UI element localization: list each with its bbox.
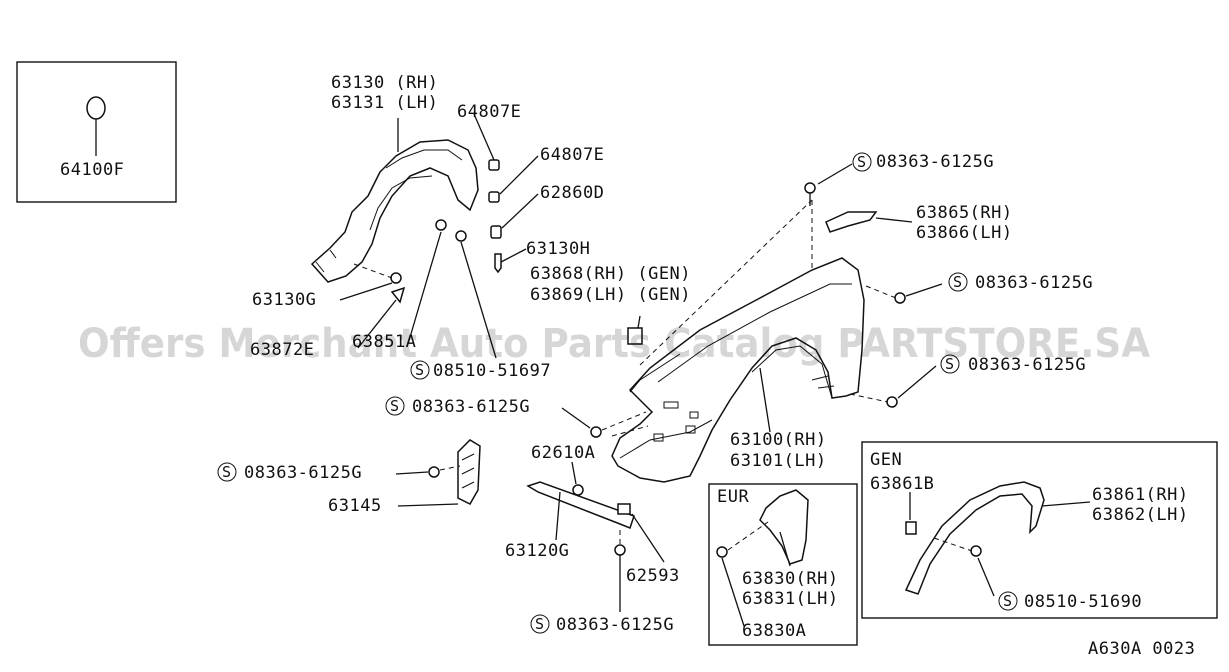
eur-mudflap-box: EUR 63830(RH) 63831(LH) 63830A [708,483,858,646]
label-64807e-1: 64807E [457,102,521,122]
label-63130h: 63130H [526,239,590,259]
label-63866: 63866(LH) [916,223,1013,243]
screw-symbol: S [222,463,231,481]
stay-63120g: 62610A 62593 63120G S 08363-6125G [505,443,680,635]
label-gen: GEN [870,450,902,470]
diagram-code: A630A 0023 [1088,639,1195,659]
front-fender: 63100(RH) 63101(LH) [611,199,865,483]
screw-symbol: S [390,397,399,415]
label-63865: 63865(RH) [916,203,1013,223]
label-62860d: 62860D [540,183,604,203]
label-63869: 63869(LH) (GEN) [530,285,691,305]
bracket-63145: S 08363-6125G 63145 [217,439,481,516]
bracket-63865: 63865(RH) 63866(LH) [825,203,1013,243]
label-63120g: 63120G [505,541,569,561]
label-08363-left: 08363-6125G [412,397,530,417]
label-63831: 63831(LH) [742,589,839,609]
label-63830: 63830(RH) [742,569,839,589]
label-63101-lh: 63101(LH) [730,451,827,471]
label-64807e-2: 64807E [540,145,604,165]
label-63131-lh: 63131 (LH) [331,93,438,113]
label-63830a: 63830A [742,621,806,641]
label-63862: 63862(LH) [1092,505,1189,525]
label-08363-hinge: 08363-6125G [244,463,362,483]
label-08510-51697: 08510-51697 [433,361,551,381]
screw-symbol: S [415,361,424,379]
screw-symbol: S [535,615,544,633]
screw-symbol: S [857,153,866,171]
gen-molding-box: GEN 63861B S 08510-51690 63861(RH) 63862… [861,441,1218,619]
label-63851a: 63851A [352,332,416,352]
label-63130-rh: 63130 (RH) [331,73,438,93]
label-63861b: 63861B [870,474,934,494]
label-08510-51690: 08510-51690 [1024,592,1142,612]
callout-08510-51697: S 08510-51697 [410,360,551,381]
screw-symbol: S [945,355,954,373]
label-08363-right: 08363-6125G [975,273,1093,293]
label-63130g: 63130G [252,290,316,310]
callout-08363-right: S 08363-6125G [865,272,1093,304]
screw-symbol: S [1003,592,1012,610]
label-63100-rh: 63100(RH) [730,430,827,450]
label-63868: 63868(RH) (GEN) [530,264,691,284]
screw-symbol: S [953,273,962,291]
label-eur: EUR [717,487,749,507]
label-62610a: 62610A [531,443,595,463]
label-63145: 63145 [328,496,382,516]
fender-liner: 63130 (RH) 63131 (LH) [310,73,479,283]
clip-63868: 63868(RH) (GEN) 63869(LH) (GEN) [530,264,691,345]
label-62593: 62593 [626,566,680,586]
watermark-text: Offers Merchant Auto Parts Catalog PARTS… [78,321,1150,367]
label-64100f: 64100F [60,160,124,180]
liner-screws: 63130G 63872E 63851A [250,219,497,360]
callout-08363-left: S 08363-6125G [385,396,649,438]
label-08363-bottom: 08363-6125G [556,615,674,635]
label-63872e: 63872E [250,340,314,360]
clips-group: 64807E 64807E 62860D 63130H [457,102,604,274]
callout-08363-mid: S 08363-6125G [849,354,1086,408]
label-08363-top: 08363-6125G [876,152,994,172]
label-08363-mid: 08363-6125G [968,355,1086,375]
label-63861: 63861(RH) [1092,485,1189,505]
inset-64100f: 64100F [16,61,177,203]
callout-08363-top: S 08363-6125G [804,152,994,206]
